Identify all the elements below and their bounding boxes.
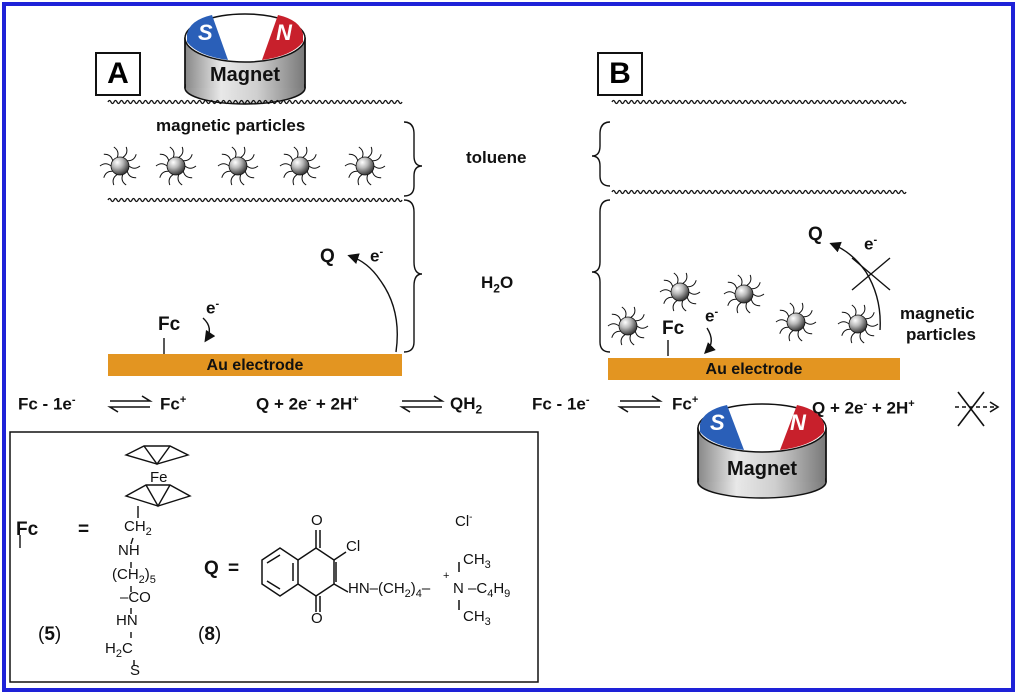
fc-symbol: Fc <box>16 519 39 540</box>
magnetic-particle-icon <box>607 306 649 346</box>
ch2-top: CH2 <box>124 518 152 538</box>
fc-label-a: Fc <box>158 314 181 335</box>
equation-a-q-left: Q + 2e- + 2H+ <box>256 394 359 414</box>
co-group: –CO <box>120 589 151 606</box>
electron-q-a: e- <box>370 246 384 266</box>
compound-8-label: (8) <box>198 624 222 645</box>
oxygen-bottom: O <box>311 610 323 627</box>
magnetic-particle-icon <box>775 302 817 342</box>
magnet-b-south: S <box>710 410 725 435</box>
q-equals: = <box>228 558 240 579</box>
sulfur-atom: S <box>130 662 141 679</box>
magnet-a-north: N <box>276 20 292 45</box>
q-symbol: Q <box>204 558 219 579</box>
chloride-ion: Cl- <box>455 512 473 530</box>
magnet-b-icon <box>697 403 827 499</box>
fe-label: Fe <box>150 469 168 486</box>
quaternary-nitrogen: N <box>453 580 464 597</box>
methyl-bottom: CH3 <box>463 608 491 628</box>
magnetic-particle-icon <box>155 146 197 186</box>
magnetic-particle-icon <box>723 274 765 314</box>
magnetic-particle-icon <box>837 304 879 344</box>
methylene-chain: (CH2)5 <box>112 566 156 586</box>
equation-b-q-left: Q + 2e- + 2H+ <box>812 398 915 418</box>
oxygen-top: O <box>311 512 323 529</box>
magnetic-particle-icon <box>217 146 259 186</box>
magnet-a-label: Magnet <box>210 64 280 86</box>
equation-a-fc-right: Fc+ <box>160 394 187 414</box>
equation-b-fc-left: Fc - 1e- <box>532 394 590 414</box>
interface-wave <box>107 99 403 105</box>
panel-a-arrows <box>163 253 398 354</box>
magnet-a-south: S <box>198 20 213 45</box>
panel-b-arrows <box>667 241 891 356</box>
methyl-top: CH3 <box>463 551 491 571</box>
magnetic-particle-icon <box>659 272 701 312</box>
magnetic-particle-icon <box>344 146 386 186</box>
hn-group: HN <box>116 612 138 629</box>
compound-5-label: (5) <box>38 624 62 645</box>
interface-wave <box>107 197 403 203</box>
phase-interfaces <box>107 99 907 203</box>
panel-a-label: A <box>95 52 141 96</box>
au-electrode-a: Au electrode <box>108 354 402 376</box>
particles-label-b-1: magnetic <box>900 304 975 323</box>
magnet-b-north: N <box>790 410 806 435</box>
electron-fc-b: e- <box>705 306 719 326</box>
q-label-b: Q <box>808 224 823 245</box>
interface-wave <box>611 189 907 195</box>
water-label: H2O <box>481 273 514 296</box>
electron-q-b: e- <box>864 234 878 254</box>
equation-a-q-right: QH2 <box>450 394 483 417</box>
magnet-b-label: Magnet <box>727 458 797 480</box>
butyl-group: –C4H9 <box>468 580 511 600</box>
panel-b-label: B <box>597 52 643 96</box>
h2c-group: H2C <box>105 640 133 660</box>
amine-chain: HN–(CH2)4– <box>348 580 431 600</box>
magnetic-particle-icon <box>99 146 141 186</box>
n-plus-charge: + <box>443 570 450 582</box>
nh-group: NH <box>118 542 140 559</box>
magnet-a-icon <box>184 13 306 105</box>
electron-fc-a: e- <box>206 298 220 318</box>
toluene-label: toluene <box>466 148 527 167</box>
equation-b-fc-right: Fc+ <box>672 394 699 414</box>
phase-braces <box>403 121 611 353</box>
q-label-a: Q <box>320 246 335 267</box>
magnetic-particles <box>99 146 879 346</box>
magnetic-particle-icon <box>279 146 321 186</box>
au-electrode-b: Au electrode <box>608 358 900 380</box>
naphthoquinone-structure <box>261 530 460 612</box>
particles-label-a: magnetic particles <box>156 116 306 135</box>
fc-label-b: Fc <box>662 318 685 339</box>
equation-a-fc-left: Fc - 1e- <box>18 394 76 414</box>
ferrocene-structure <box>19 445 192 666</box>
equilibrium-arrows <box>107 391 1000 427</box>
interface-wave <box>611 99 907 105</box>
chlorine-atom: Cl <box>346 538 361 555</box>
structures-box <box>9 431 539 683</box>
particles-label-b-2: particles <box>906 325 976 344</box>
fc-equals: = <box>78 519 90 540</box>
